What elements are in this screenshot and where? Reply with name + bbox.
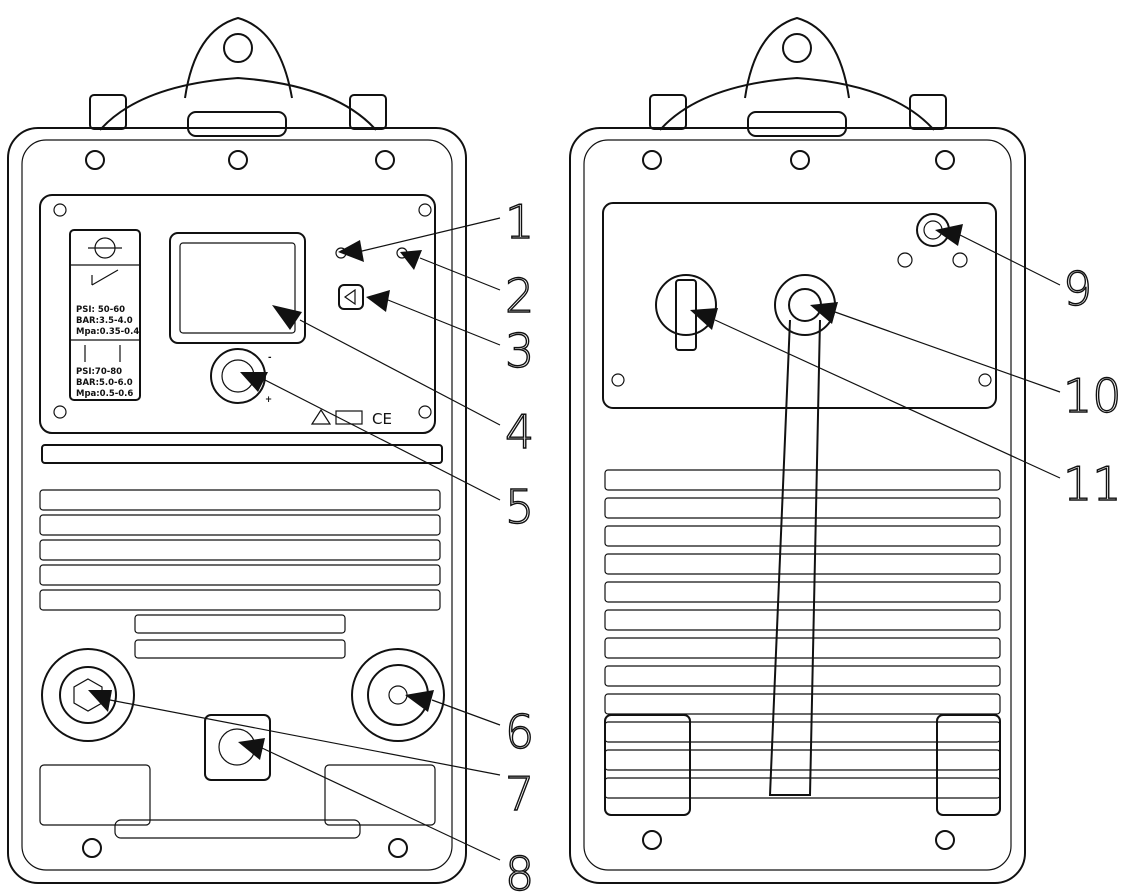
gouge-bar: BAR:5.0-6.0 — [76, 378, 133, 388]
rear-panel — [602, 202, 997, 409]
knob-minus: - — [268, 353, 272, 363]
front-screw — [82, 838, 102, 858]
callout-6: 6 — [505, 705, 534, 759]
front-screw — [388, 838, 408, 858]
rear-body — [569, 127, 1026, 884]
power-switch[interactable] — [655, 274, 717, 336]
front-panel-screw — [53, 405, 67, 419]
front-foot-right — [324, 764, 436, 826]
knob-plus: + — [265, 395, 272, 405]
front-handle — [184, 16, 293, 99]
callout-7: 7 — [505, 767, 534, 821]
rear-handle — [744, 16, 850, 99]
cut-icon — [91, 269, 119, 286]
gouge-icon — [84, 345, 121, 362]
rear-foot-right — [936, 714, 1001, 816]
front-screw — [228, 150, 248, 170]
front-control-panel — [39, 194, 436, 434]
manual-icon — [335, 410, 363, 425]
rear-vents — [604, 469, 1001, 799]
power-cord — [768, 319, 821, 796]
gouge-psi: PSI:70-80 — [76, 367, 122, 377]
front-handle-hole — [223, 33, 253, 63]
cut-bar: BAR:3.5-4.0 — [76, 316, 133, 326]
rear-foot-left — [604, 714, 691, 816]
rear-view — [569, 16, 1026, 884]
pressure-label — [69, 229, 141, 401]
front-body — [7, 127, 467, 884]
callout-numbers: 1 2 3 4 5 6 7 8 9 10 11 — [504, 194, 1122, 893]
callout-4: 4 — [505, 405, 534, 459]
front-panel-screw — [53, 203, 67, 217]
torch-connector — [41, 648, 135, 742]
front-grip — [187, 111, 287, 137]
mode-button[interactable] — [338, 284, 364, 310]
display-screen — [169, 232, 306, 344]
gas-electric-connector — [351, 648, 445, 742]
front-top-cap — [99, 76, 377, 131]
control-socket — [204, 714, 271, 781]
callout-11: 11 — [1063, 457, 1122, 511]
front-panel-screw — [418, 405, 432, 419]
callout-9: 9 — [1063, 262, 1092, 316]
front-view: PSI: 50-60 BAR:3.5-4.0 Mpa:0.35-0.4 PSI:… — [7, 16, 467, 884]
cut-psi: PSI: 50-60 — [76, 305, 125, 315]
front-screw — [375, 150, 395, 170]
gouge-mpa: Mpa:0.5-0.6 — [76, 389, 133, 399]
front-foot-left — [39, 764, 151, 826]
callout-3: 3 — [505, 324, 534, 378]
warning-icon — [310, 408, 332, 425]
cut-mpa: Mpa:0.35-0.4 — [76, 327, 139, 337]
front-body-inner — [21, 139, 453, 871]
callout-10: 10 — [1063, 369, 1122, 423]
callout-leaders — [88, 217, 1061, 861]
callout-5: 5 — [505, 480, 534, 534]
callout-1: 1 — [505, 195, 534, 249]
callout-8: 8 — [505, 847, 534, 893]
front-panel-screw — [418, 203, 432, 217]
ce-mark: CE — [372, 410, 392, 428]
front-screw — [85, 150, 105, 170]
callout-2: 2 — [505, 269, 534, 323]
front-bottom-bar — [114, 819, 361, 839]
front-vents — [39, 444, 443, 659]
